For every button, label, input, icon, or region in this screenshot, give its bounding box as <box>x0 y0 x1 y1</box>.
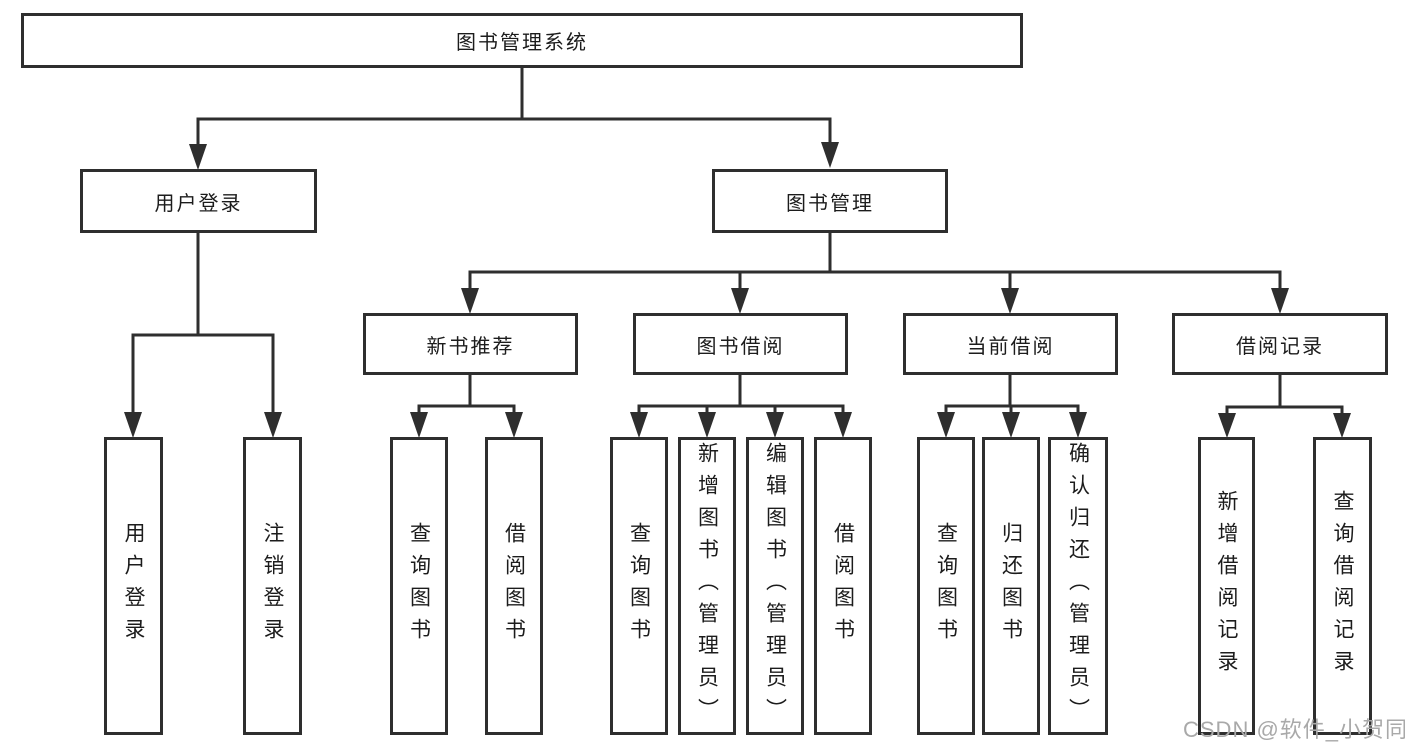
node-borrowing-records-label: 借阅记录 <box>1236 335 1324 358</box>
leaf-add-books-admin: 新增图书（管理员） <box>678 437 736 735</box>
leaf-recommend-query-books: 查询图书 <box>390 437 448 735</box>
leaf-recommend-borrow-books: 借阅图书 <box>485 437 543 735</box>
node-root-label: 图书管理系统 <box>456 32 588 54</box>
leaf-add-borrow-record: 新增借阅记录 <box>1198 437 1255 735</box>
leaf-return-books: 归还图书 <box>982 437 1040 735</box>
leaf-borrowing-query-books: 查询图书 <box>610 437 668 735</box>
node-book-borrowing-label: 图书借阅 <box>696 335 785 358</box>
node-new-book-recommend: 新书推荐 <box>363 313 578 375</box>
leaf-edit-books-admin: 编辑图书（管理员） <box>746 437 804 735</box>
node-borrowing-records: 借阅记录 <box>1172 313 1388 375</box>
node-current-borrowing: 当前借阅 <box>903 313 1118 375</box>
node-new-book-recommend-label: 新书推荐 <box>426 335 515 358</box>
node-user-login-label: 用户登录 <box>154 192 243 215</box>
leaf-logout: 注销登录 <box>243 437 302 735</box>
leaf-borrowing-borrow-books: 借阅图书 <box>814 437 872 735</box>
arrowheads <box>124 142 1351 438</box>
node-book-management: 图书管理 <box>712 169 948 233</box>
leaf-user-login: 用户登录 <box>104 437 163 735</box>
node-book-management-label: 图书管理 <box>786 192 874 215</box>
watermark: CSDN @软件_小贺同学 <box>1183 717 1405 742</box>
leaf-confirm-return-admin: 确认归还（管理员） <box>1048 437 1108 735</box>
leaf-current-query-books: 查询图书 <box>917 437 975 735</box>
node-current-borrowing-label: 当前借阅 <box>966 335 1055 358</box>
leaf-query-borrow-record: 查询借阅记录 <box>1313 437 1372 735</box>
node-root-system: 图书管理系统 <box>21 13 1023 68</box>
node-book-borrowing: 图书借阅 <box>633 313 848 375</box>
node-user-login: 用户登录 <box>80 169 317 233</box>
